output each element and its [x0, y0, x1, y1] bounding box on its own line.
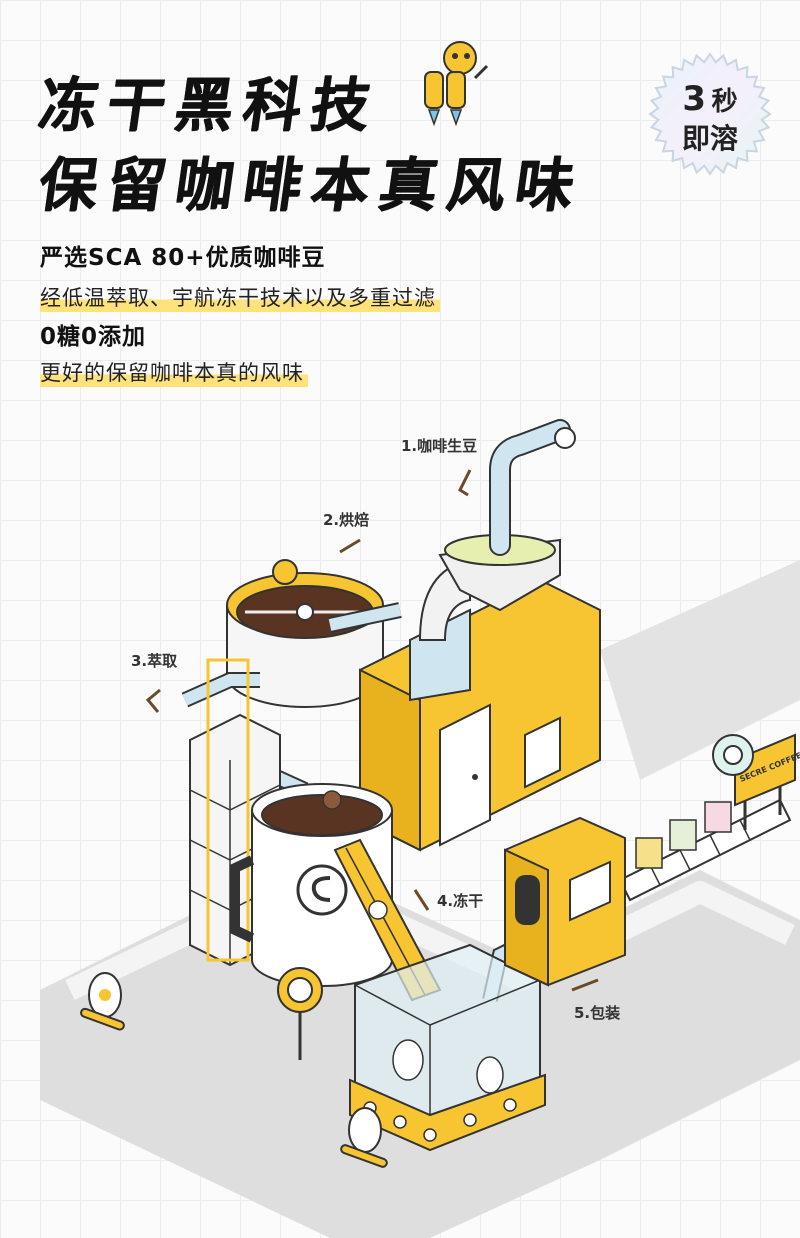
arrow-step-3 — [145, 688, 161, 713]
copy-line-2: 经低温萃取、宇航冻干技术以及多重过滤 — [40, 282, 440, 312]
arrow-step-2 — [339, 538, 361, 554]
skateboard-mascot-left — [80, 972, 125, 1031]
arrow-step-1 — [458, 469, 472, 497]
badge-number: 3 — [682, 79, 707, 119]
conveyor-belt — [618, 798, 792, 902]
copy-line-1: 严选SCA 80+优质咖啡豆 — [40, 245, 326, 271]
skateboard-mascot-bottom — [340, 1107, 388, 1168]
copy-line-4: 更好的保留咖啡本真的风味 — [40, 357, 308, 387]
headline-line-2: 保留咖啡本真风味 — [34, 151, 589, 219]
main-machine — [359, 534, 601, 852]
brand-signboard: SECRE COFFEE — [712, 733, 800, 830]
badge-unit: 秒 — [711, 87, 738, 117]
copy-line-3: 0糖0添加 — [40, 324, 147, 350]
bean-pipe — [489, 419, 576, 556]
instant-badge: 3 秒 即溶 — [648, 52, 772, 176]
step-label-3: 3.萃取 — [131, 652, 178, 670]
step-label-1: 1.咖啡生豆 — [401, 437, 478, 455]
production-illustration: SECRE COFFEE — [40, 419, 800, 1238]
packaging-machine — [504, 816, 626, 987]
badge-text: 即溶 — [681, 122, 738, 155]
headline-line-1: 冻干黑科技 — [34, 71, 385, 139]
badge-burst-shape — [648, 52, 772, 176]
arrow-step-5 — [571, 978, 599, 992]
jetpack-mascot-icon — [424, 41, 489, 127]
process-arrows — [145, 469, 599, 992]
freeze-dryer-box — [349, 943, 546, 1152]
logo-disc-sign — [277, 967, 323, 1060]
step-label-2: 2.烘焙 — [323, 511, 370, 529]
step-label-5: 5.包装 — [574, 1004, 621, 1022]
arrow-step-4 — [413, 889, 430, 911]
step-label-4: 4.冻干 — [437, 892, 484, 910]
